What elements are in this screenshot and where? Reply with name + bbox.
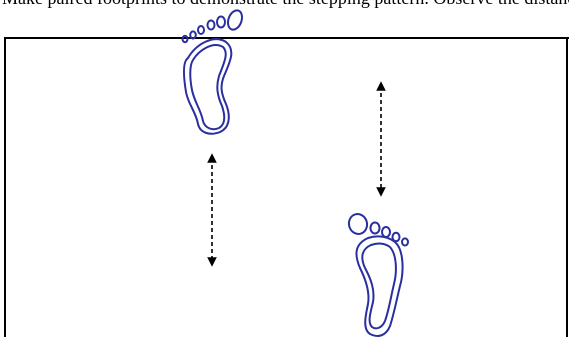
frame-top-border — [4, 37, 569, 39]
frame-left-border — [4, 37, 6, 337]
right-footprint-icon — [347, 213, 409, 337]
frame-right-border — [566, 37, 568, 337]
header-caption: Make paired footprints to demonstrate th… — [2, 0, 569, 9]
left-footprint-icon — [181, 9, 244, 135]
